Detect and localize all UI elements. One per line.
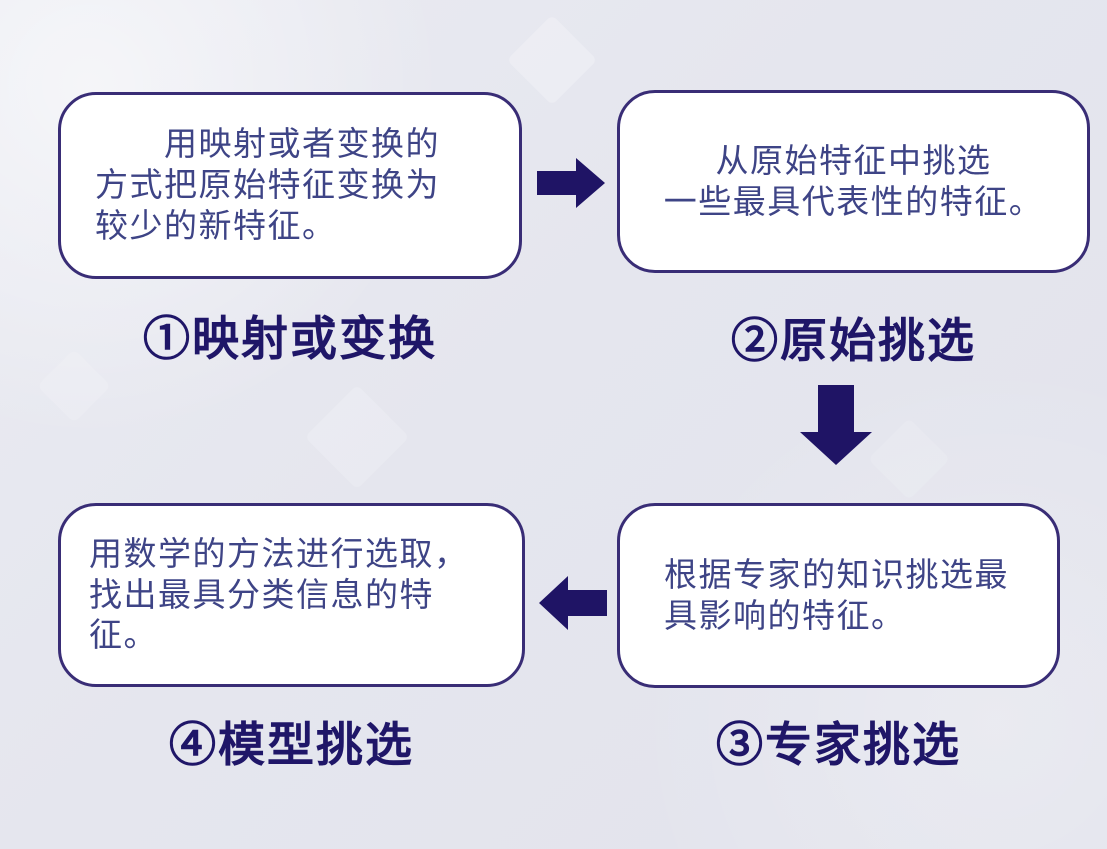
step-1-box: 用映射或者变换的 方式把原始特征变换为 较少的新特征。 (58, 92, 522, 279)
step-4-label: ④模型挑选 (169, 718, 414, 771)
step-4-box: 用数学的方法进行选取， 找出最具分类信息的特 征。 (58, 503, 525, 687)
background-diamond-shape (506, 14, 598, 106)
arrow-right-shape (537, 158, 605, 208)
step-1-description: 用映射或者变换的 方式把原始特征变换为 较少的新特征。 (95, 125, 440, 244)
step-4-description: 用数学的方法进行选取， 找出最具分类信息的特 征。 (89, 534, 469, 654)
arrow-left-icon (539, 576, 607, 635)
arrow-down-icon (800, 385, 872, 470)
arrow-left-shape (539, 576, 607, 630)
step-3-description: 根据专家的知识挑选最 具影响的特征。 (664, 555, 1009, 634)
arrow-down-shape (800, 385, 872, 465)
arrow-right-icon (537, 158, 605, 213)
background-diamond-shape (867, 417, 951, 501)
step-2-box: 从原始特征中挑选 一些最具代表性的特征。 (617, 90, 1090, 273)
step-2-description: 从原始特征中挑选 一些最具代表性的特征。 (663, 141, 1044, 220)
step-3-label: ③专家挑选 (716, 718, 961, 771)
background-diamond-shape (304, 384, 410, 490)
step-3-box: 根据专家的知识挑选最 具影响的特征。 (617, 503, 1060, 688)
step-2-label: ②原始挑选 (731, 314, 976, 367)
step-1-label: ①映射或变换 (143, 312, 437, 365)
